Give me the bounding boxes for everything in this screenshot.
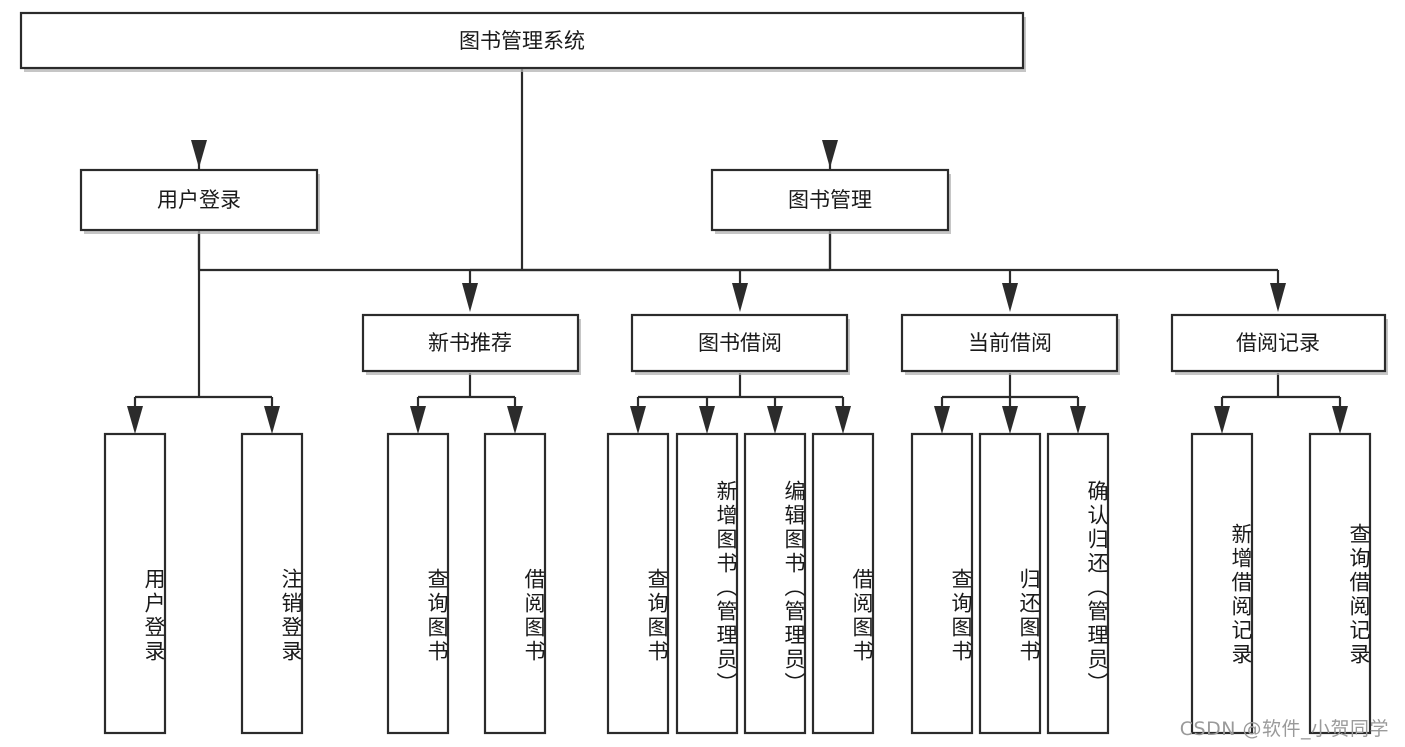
leaf-boxes-new-book [386,432,547,735]
leaf-box-bookborrow-add[interactable] [675,432,739,735]
connector-group-newbook-leaves [410,373,523,434]
arrow-head-book-borrow [732,283,748,312]
arrow-head-user-login [191,140,207,168]
connector-group-bookborrow-leaves [630,373,851,434]
leaf-box-record-add[interactable] [1190,432,1254,735]
arrow-head-newbook-leaf-1 [410,406,426,434]
leaf-box-currentborrow-return[interactable] [978,432,1042,735]
node-root[interactable]: 图书管理系统 [19,11,1026,72]
node-book-manage[interactable]: 图书管理 [710,168,951,234]
node-book-borrow[interactable]: 图书借阅 [630,313,850,375]
leaf-boxes-user-login [103,432,304,735]
leaf-box-bookborrow-query[interactable] [606,432,670,735]
borrow-record-box[interactable] [1170,313,1387,373]
book-manage-label: 图书管理 [788,188,872,212]
node-borrow-record[interactable]: 借阅记录 [1170,313,1388,375]
connector-group-bookmanage-to-level2 [462,232,1286,312]
connector-group-borrowrecord-leaves [1214,373,1348,434]
node-current-borrow[interactable]: 当前借阅 [900,313,1120,375]
leaf-boxes-book-borrow [606,432,875,735]
csdn-watermark: CSDN @软件_小贺同学 [1179,718,1389,740]
leaf-box-bookborrow-borrow[interactable] [811,432,875,735]
book-borrow-box[interactable] [630,313,849,373]
arrow-head-current-borrow [1002,283,1018,312]
connector-group-userlogin-leaves [127,232,280,434]
node-new-book-recommend[interactable]: 新书推荐 [361,313,581,375]
book-borrow-label: 图书借阅 [698,331,782,355]
leaf-box-bookborrow-edit[interactable] [743,432,807,735]
leaf-box-newbook-query[interactable] [386,432,450,735]
arrow-head-new-book [462,283,478,312]
current-borrow-label: 当前借阅 [968,331,1052,355]
arrow-head-bookborrow-leaf-1 [630,406,646,434]
leaf-box-record-query[interactable] [1308,432,1372,735]
leaf-box-currentborrow-query[interactable] [910,432,974,735]
leaf-box-logout[interactable] [240,432,304,735]
root-label: 图书管理系统 [459,29,585,53]
borrow-record-label: 借阅记录 [1236,331,1320,355]
arrow-head-leaf-logout [264,406,280,434]
arrow-head-bookborrow-leaf-2 [699,406,715,434]
arrow-head-book-manage [822,140,838,168]
arrow-head-currentborrow-leaf-1 [934,406,950,434]
arrow-head-borrow-record [1270,283,1286,312]
leaf-boxes-current-borrow [910,432,1110,735]
book-manage-box[interactable] [710,168,950,232]
leaf-box-currentborrow-confirm[interactable] [1046,432,1110,735]
arrow-head-bookborrow-leaf-4 [835,406,851,434]
new-book-box[interactable] [361,313,580,373]
leaf-boxes-borrow-record [1190,432,1372,735]
new-book-label: 新书推荐 [428,331,512,355]
current-borrow-box[interactable] [900,313,1119,373]
leaf-box-newbook-borrow[interactable] [483,432,547,735]
arrow-head-bookborrow-leaf-3 [767,406,783,434]
arrow-head-borrowrecord-leaf-1 [1214,406,1230,434]
arrow-head-currentborrow-leaf-3 [1070,406,1086,434]
arrow-head-leaf-user-login [127,406,143,434]
leaf-box-user-login[interactable] [103,432,167,735]
user-login-box[interactable] [79,168,319,232]
root-box[interactable] [19,11,1025,70]
arrow-head-borrowrecord-leaf-2 [1332,406,1348,434]
node-user-login[interactable]: 用户登录 [79,168,320,234]
user-login-label: 用户登录 [157,188,241,212]
connector-group-currentborrow-leaves [934,373,1086,434]
arrow-head-newbook-leaf-2 [507,406,523,434]
arrow-head-currentborrow-leaf-2 [1002,406,1018,434]
